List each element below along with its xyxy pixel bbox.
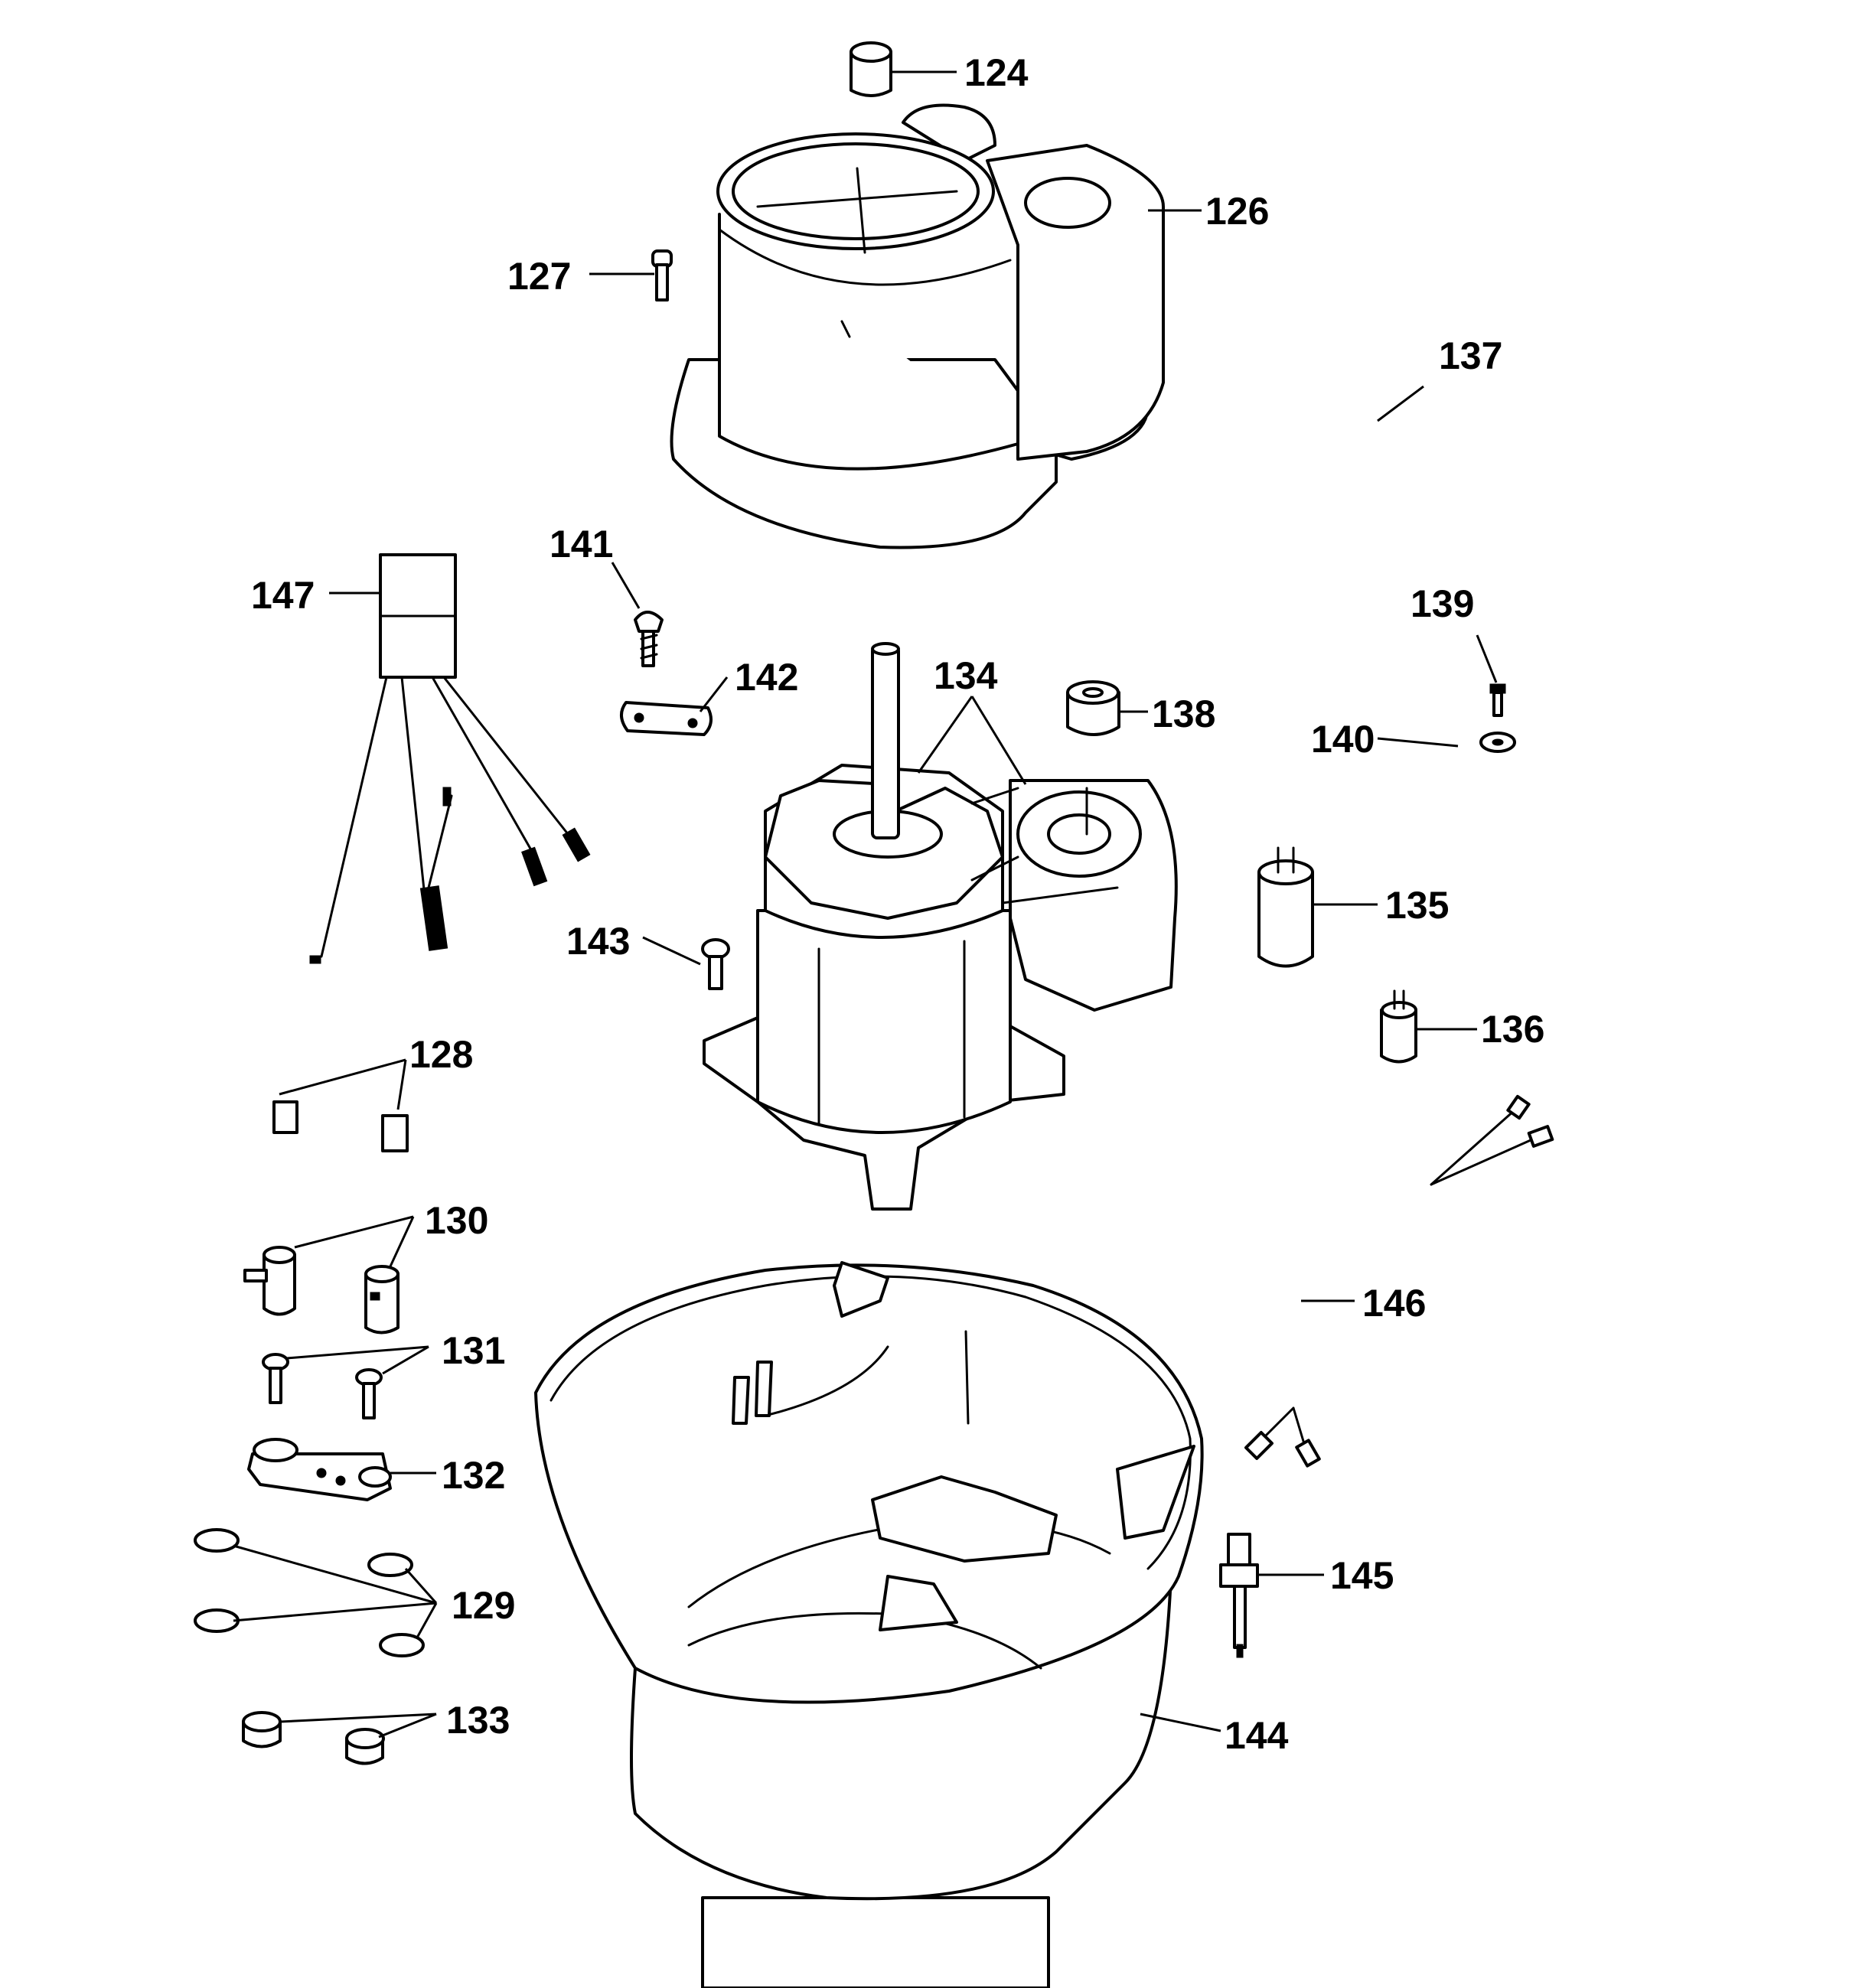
part-135-capacitor bbox=[1257, 846, 1314, 968]
callout-126: 126 bbox=[1205, 190, 1269, 233]
callout-143: 143 bbox=[566, 920, 630, 963]
part-138-bushing bbox=[1066, 680, 1120, 736]
part-128-brushes bbox=[272, 1100, 409, 1152]
callout-140: 140 bbox=[1311, 718, 1375, 761]
callout-132: 132 bbox=[442, 1454, 505, 1497]
callout-137: 137 bbox=[1439, 334, 1502, 377]
callout-labels: 124 126 127 128 129 130 131 132 133 134 … bbox=[251, 51, 1544, 1757]
part-134-motor bbox=[703, 642, 1178, 1211]
part-130-brush-holders bbox=[243, 1246, 400, 1335]
callout-147: 147 bbox=[251, 574, 315, 617]
part-140-washer bbox=[1479, 732, 1516, 753]
callout-139: 139 bbox=[1411, 582, 1474, 625]
callout-127: 127 bbox=[507, 255, 571, 298]
part-137-tube bbox=[1165, 386, 1615, 836]
callout-124: 124 bbox=[964, 51, 1029, 94]
part-144-lower-housing bbox=[534, 1261, 1204, 1988]
callout-131: 131 bbox=[442, 1329, 505, 1372]
callout-135: 135 bbox=[1385, 884, 1449, 927]
callout-141: 141 bbox=[550, 523, 613, 565]
part-147-connector-wires bbox=[309, 553, 591, 964]
callout-138: 138 bbox=[1152, 693, 1215, 735]
callout-129: 129 bbox=[452, 1584, 515, 1627]
part-124-cap bbox=[850, 41, 892, 97]
callout-128: 128 bbox=[409, 1033, 473, 1076]
part-145-sensor bbox=[1219, 1533, 1259, 1658]
callout-133: 133 bbox=[446, 1699, 510, 1742]
part-136-capacitor bbox=[1380, 989, 1417, 1064]
callout-145: 145 bbox=[1330, 1554, 1394, 1597]
callout-144: 144 bbox=[1225, 1714, 1289, 1757]
part-141-screw bbox=[634, 611, 664, 667]
part-132-bracket bbox=[247, 1438, 392, 1501]
part-131-screws bbox=[262, 1353, 383, 1419]
leader-lines bbox=[233, 70, 1498, 1739]
callout-130: 130 bbox=[425, 1199, 488, 1242]
part-129-clips bbox=[194, 1528, 425, 1657]
part-126-upper-housing bbox=[670, 103, 1165, 549]
part-143-screw bbox=[701, 938, 730, 990]
callout-136: 136 bbox=[1481, 1008, 1544, 1051]
part-133-grommets bbox=[242, 1711, 385, 1765]
callout-134: 134 bbox=[934, 654, 998, 697]
part-139-screw bbox=[1489, 683, 1506, 717]
part-127-screw bbox=[651, 249, 673, 301]
part-142-plate bbox=[620, 701, 713, 736]
part-146-wire-harness bbox=[1244, 1094, 1554, 1468]
callout-146: 146 bbox=[1362, 1282, 1426, 1325]
callout-142: 142 bbox=[735, 656, 798, 699]
